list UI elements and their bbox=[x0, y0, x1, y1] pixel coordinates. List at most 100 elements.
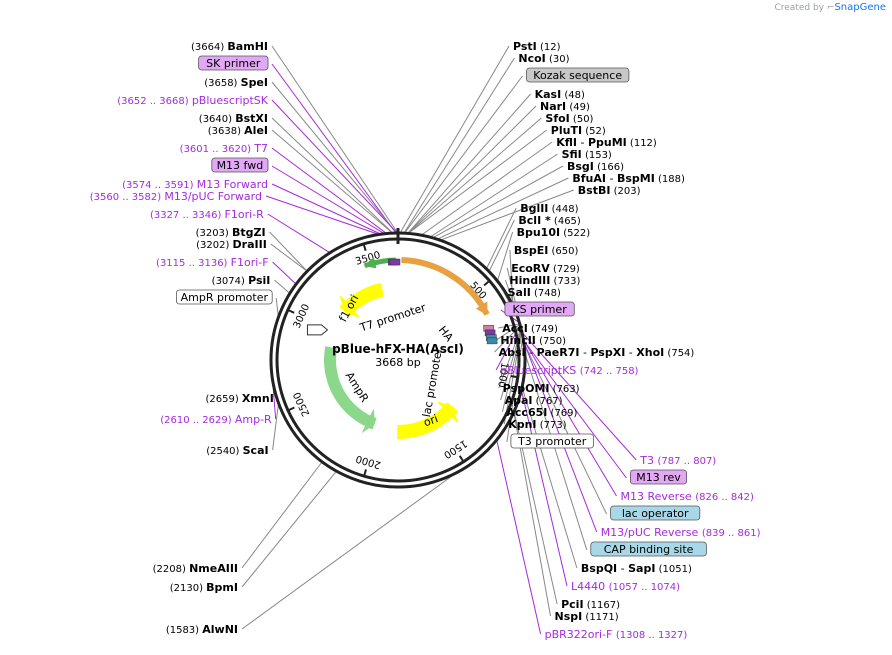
site-label[interactable]: KflI - PpuMI (112) bbox=[556, 136, 657, 149]
site-label[interactable]: T3 (787 .. 807) bbox=[639, 454, 716, 467]
enzyme-name: AbsI bbox=[499, 346, 526, 359]
site-label[interactable]: NcoI (30) bbox=[518, 52, 569, 65]
enzyme-name: Acc65I bbox=[506, 406, 547, 419]
site-label[interactable]: Bpu10I (522) bbox=[517, 226, 591, 239]
site-label[interactable]: (3638) AleI bbox=[208, 124, 268, 137]
site-label[interactable]: (3640) BstXI bbox=[199, 112, 268, 125]
site-label[interactable]: (3560 .. 3582) M13/pUC Forward bbox=[90, 190, 262, 203]
label-leader-line bbox=[271, 117, 393, 233]
site-label[interactable]: HincII (750) bbox=[500, 334, 566, 347]
label-leader-line bbox=[274, 279, 290, 294]
enzyme-label: NarI (49) bbox=[540, 100, 590, 113]
ori-label: ori bbox=[422, 412, 440, 429]
site-label[interactable]: pBluescriptKS (742 .. 758) bbox=[500, 364, 638, 377]
site-label[interactable]: SK primer bbox=[198, 55, 269, 71]
site-label[interactable]: NspI (1171) bbox=[555, 610, 619, 623]
site-label[interactable]: PluTI (52) bbox=[551, 124, 606, 137]
site-label[interactable]: M13 Reverse (826 .. 842) bbox=[621, 490, 754, 503]
enzyme-label: PstI (12) bbox=[513, 40, 561, 53]
site-label[interactable]: SfoI (50) bbox=[545, 112, 593, 125]
site-label[interactable]: BsgI (166) bbox=[567, 160, 624, 173]
site-label[interactable]: (2130) BpmI bbox=[170, 581, 238, 594]
feature-arc-f1-ori-head bbox=[339, 295, 360, 318]
site-label[interactable]: PspOMI (763) bbox=[503, 382, 580, 395]
enzyme-position: (166) bbox=[594, 162, 624, 173]
site-label[interactable]: PciI (1167) bbox=[561, 598, 620, 611]
site-label[interactable]: BspEI (650) bbox=[514, 244, 579, 257]
site-label[interactable]: (2659) XmnI bbox=[205, 392, 273, 405]
enzyme-position: (3664) bbox=[191, 42, 227, 53]
site-label[interactable]: BstBI (203) bbox=[578, 184, 641, 197]
site-label[interactable]: KpnI (773) bbox=[508, 418, 566, 431]
primer-label: (3115 .. 3136) F1ori-F bbox=[156, 256, 269, 269]
site-label[interactable]: M13 fwd bbox=[211, 157, 269, 173]
site-label[interactable]: BspQI - SapI (1051) bbox=[581, 562, 692, 575]
enzyme-name: EcoRV bbox=[511, 262, 550, 275]
ring-tick bbox=[362, 242, 367, 251]
site-label[interactable]: (1583) AlwNI bbox=[166, 623, 238, 636]
site-label[interactable]: SalI (748) bbox=[508, 286, 561, 299]
label-leader-line bbox=[271, 81, 397, 233]
primer-name: T3 bbox=[639, 454, 657, 467]
enzyme-position: (203) bbox=[610, 186, 640, 197]
enzyme-position: (3202) bbox=[196, 240, 232, 251]
site-label[interactable]: EcoRV (729) bbox=[511, 262, 580, 275]
site-label[interactable]: AbsI - PaeR7I - PspXI - XhoI (754) bbox=[499, 346, 695, 359]
primer-name: M13/pUC Reverse bbox=[601, 526, 702, 539]
site-label[interactable]: (3202) DraIII bbox=[196, 238, 267, 251]
enzyme-position: (48) bbox=[561, 90, 585, 101]
enzyme-name: BstXI bbox=[235, 112, 268, 125]
site-label[interactable]: BfuAI - BspMI (188) bbox=[572, 172, 685, 185]
site-label[interactable]: M13/pUC Reverse (839 .. 861) bbox=[601, 526, 761, 539]
site-label[interactable]: Kozak sequence bbox=[526, 67, 630, 83]
site-label[interactable]: (3658) SpeI bbox=[204, 76, 268, 89]
site-label[interactable]: PstI (12) bbox=[513, 40, 561, 53]
site-label[interactable]: KS primer bbox=[504, 301, 575, 317]
site-label[interactable]: (3115 .. 3136) F1ori-F bbox=[156, 256, 269, 269]
enzyme-label: PciI (1167) bbox=[561, 598, 620, 611]
site-label[interactable]: (3652 .. 3668) pBluescriptSK bbox=[117, 94, 269, 107]
enzyme-position: (112) bbox=[627, 138, 657, 149]
enzyme-position: (52) bbox=[582, 126, 606, 137]
site-label[interactable]: Acc65I (769) bbox=[506, 406, 577, 419]
site-label[interactable]: AccI (749) bbox=[502, 322, 558, 335]
enzyme-position: (1167) bbox=[584, 600, 621, 611]
site-label[interactable]: HindIII (733) bbox=[509, 274, 580, 287]
site-label[interactable]: T3 promoter bbox=[510, 433, 594, 449]
site-label[interactable]: CAP binding site bbox=[590, 541, 707, 557]
primer-label: (3601 .. 3620) T7 bbox=[180, 142, 268, 155]
site-label[interactable]: NarI (49) bbox=[540, 100, 590, 113]
enzyme-name: SapI bbox=[628, 562, 655, 575]
site-label[interactable]: KasI (48) bbox=[535, 88, 585, 101]
primer-span: (3652 .. 3668) bbox=[117, 96, 192, 107]
site-label[interactable]: lac operator bbox=[610, 505, 701, 521]
site-label[interactable]: pBR322ori-F (1308 .. 1327) bbox=[545, 628, 688, 641]
site-label[interactable]: BclI * (465) bbox=[518, 214, 581, 227]
enzyme-label: ApaI (767) bbox=[505, 394, 563, 407]
site-label[interactable]: (3074) PsiI bbox=[212, 274, 271, 287]
site-label[interactable]: SfiI (153) bbox=[562, 148, 612, 161]
site-label[interactable]: (2610 .. 2629) Amp-R bbox=[160, 413, 272, 426]
enzyme-label: NspI (1171) bbox=[555, 610, 619, 623]
enzyme-name: SpeI bbox=[241, 76, 268, 89]
site-label[interactable]: (2208) NmeAIII bbox=[153, 562, 238, 575]
site-label[interactable]: (3327 .. 3346) F1ori-R bbox=[150, 208, 264, 221]
enzyme-position: (2659) bbox=[205, 394, 241, 405]
label-leader-line bbox=[408, 117, 542, 233]
site-label[interactable]: (3203) BtgZI bbox=[196, 226, 266, 239]
site-label[interactable]: (2540) ScaI bbox=[206, 444, 268, 457]
site-label[interactable]: ApaI (767) bbox=[505, 394, 563, 407]
site-label[interactable]: M13 rev bbox=[630, 469, 688, 485]
ring-tick bbox=[510, 375, 519, 379]
site-label[interactable]: BglII (448) bbox=[520, 202, 578, 215]
enzyme-label: BsgI (166) bbox=[567, 160, 624, 173]
site-label[interactable]: (3601 .. 3620) T7 bbox=[180, 142, 268, 155]
site-label[interactable]: (3574 .. 3591) M13 Forward bbox=[122, 178, 268, 191]
site-label[interactable]: L4440 (1057 .. 1074) bbox=[571, 580, 680, 593]
site-label[interactable]: AmpR promoter bbox=[175, 289, 273, 305]
feature-box bbox=[211, 157, 269, 173]
enzyme-label: (2659) XmnI bbox=[205, 392, 273, 405]
enzyme-position: (448) bbox=[548, 204, 578, 215]
site-label[interactable]: (3664) BamHI bbox=[191, 40, 268, 53]
enzyme-position: (50) bbox=[570, 114, 594, 125]
